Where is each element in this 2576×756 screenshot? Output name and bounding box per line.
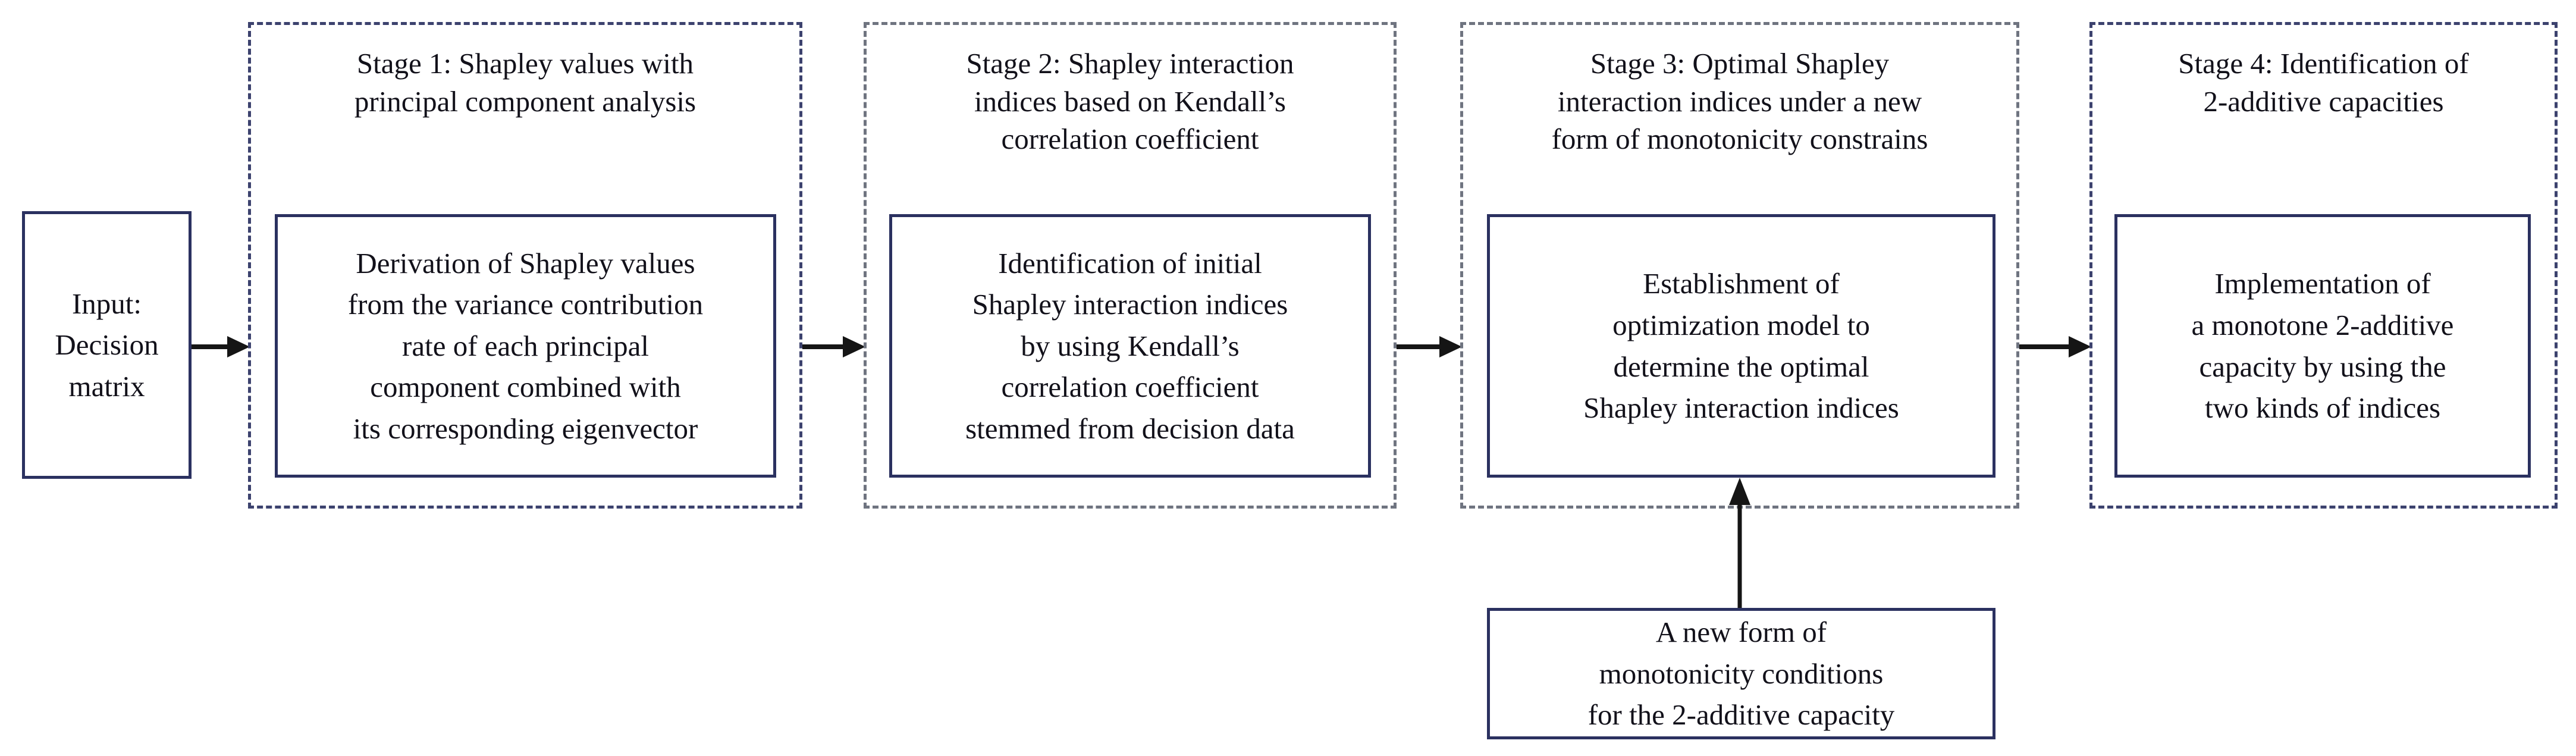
- arrow-stage3-to-stage4-icon: [2019, 335, 2091, 359]
- stage-3-body-text: Establishment of optimization model to d…: [1583, 267, 1899, 425]
- input-decision-matrix-box: Input: Decision matrix: [22, 211, 192, 479]
- arrow-stage1-to-stage2-icon: [802, 335, 865, 359]
- stage-3-content-box: Establishment of optimization model to d…: [1487, 214, 1995, 478]
- stage-4-container: [2089, 22, 2558, 509]
- input-box-label: Input: Decision matrix: [55, 287, 159, 403]
- arrow-support-to-stage3-icon: [1728, 478, 1752, 610]
- stage-2-content-box: Identification of initial Shapley intera…: [889, 214, 1371, 478]
- stage-4-content-box: Implementation of a monotone 2-additive …: [2114, 214, 2531, 478]
- arrow-stage2-to-stage3-icon: [1397, 335, 1462, 359]
- stage-2-title: Stage 2: Shapley interaction indices bas…: [966, 47, 1294, 156]
- stage-4-body-text: Implementation of a monotone 2-additive …: [2191, 267, 2454, 425]
- stage-2-body-text: Identification of initial Shapley intera…: [965, 246, 1295, 445]
- support-box-label: A new form of monotonicity conditions fo…: [1587, 616, 1895, 732]
- support-monotonicity-conditions-box: A new form of monotonicity conditions fo…: [1487, 608, 1995, 739]
- stage-1-container: [248, 22, 802, 509]
- stage-1-title: Stage 1: Shapley values with principal c…: [354, 47, 696, 118]
- stage-2-container: [864, 22, 1397, 509]
- stage-1-body-text: Derivation of Shapley values from the va…: [347, 246, 704, 445]
- stage-1-content-box: Derivation of Shapley values from the va…: [275, 214, 776, 478]
- stage-3-title: Stage 3: Optimal Shapley interaction ind…: [1551, 47, 1928, 156]
- arrow-input-to-stage1-icon: [192, 335, 250, 359]
- stage-4-title: Stage 4: Identification of 2-additive ca…: [2178, 47, 2469, 118]
